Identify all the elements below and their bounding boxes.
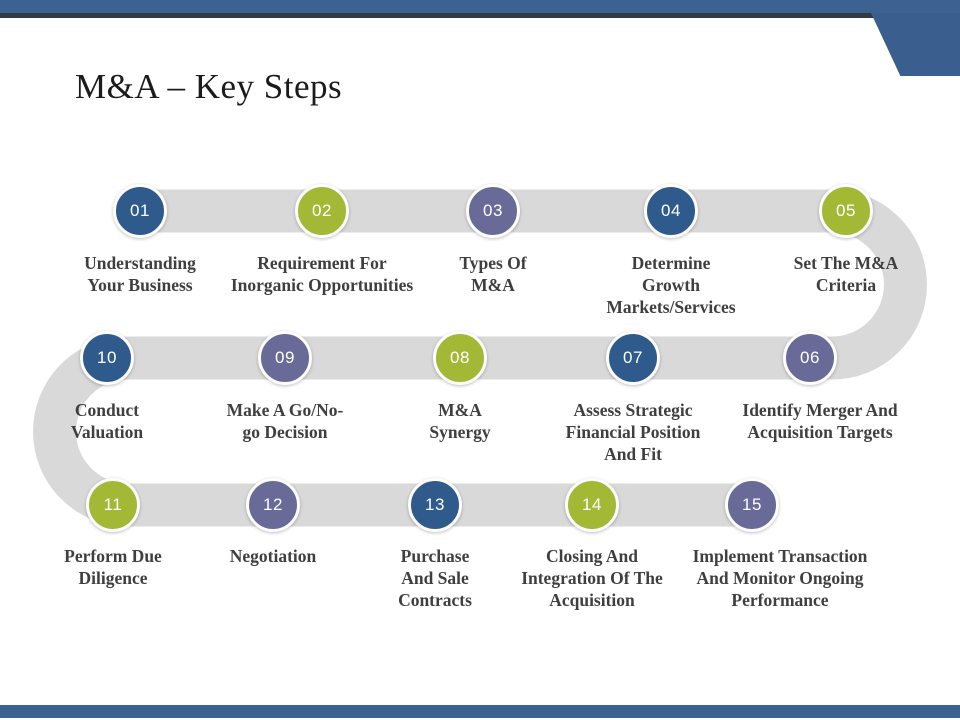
step-label-02: Requirement For Inorganic Opportunities: [230, 253, 414, 295]
step-number: 10: [97, 348, 117, 367]
step-label-15: Implement Transaction And Monitor Ongoin…: [692, 546, 868, 610]
step-circle-04: 04: [644, 184, 698, 238]
step-label-03: Types Of M&A: [459, 253, 527, 295]
step-circle-01: 01: [113, 184, 167, 238]
step-circle-12: 12: [246, 478, 300, 532]
step-circle-07: 07: [606, 331, 660, 385]
step-number: 11: [103, 495, 123, 514]
step-number: 03: [483, 201, 503, 220]
step-circle-13: 13: [408, 478, 462, 532]
step-circle-11: 11: [86, 478, 140, 532]
step-label-08: M&A Synergy: [429, 400, 491, 442]
step-label-13: Purchase And Sale Contracts: [398, 546, 472, 610]
step-label-14: Closing And Integration Of The Acquisiti…: [521, 546, 663, 610]
step-label-07: Assess Strategic Financial Position And …: [565, 400, 701, 464]
step-number: 05: [836, 201, 856, 220]
step-number: 15: [742, 495, 762, 514]
step-label-01: Understanding Your Business: [84, 253, 196, 295]
step-circle-06: 06: [783, 331, 837, 385]
step-number: 07: [623, 348, 643, 367]
step-circle-08: 08: [433, 331, 487, 385]
step-label-06: Identify Merger And Acquisition Targets: [742, 400, 898, 442]
step-label-11: Perform Due Diligence: [64, 546, 162, 588]
step-number: 08: [450, 348, 470, 367]
step-number: 12: [263, 495, 283, 514]
step-circle-10: 10: [80, 331, 134, 385]
step-circle-03: 03: [466, 184, 520, 238]
step-label-12: Negotiation: [229, 546, 317, 566]
step-label-04: Determine Growth Markets/Services: [606, 253, 736, 317]
step-label-05: Set The M&A Criteria: [793, 253, 899, 295]
step-number: 06: [800, 348, 820, 367]
step-label-09: Make A Go/No- go Decision: [226, 400, 344, 442]
slide-title: M&A – Key Steps: [75, 67, 343, 107]
step-number: 04: [661, 201, 681, 220]
top-accent-bar: [0, 0, 960, 13]
step-number: 14: [582, 495, 602, 514]
step-circle-09: 09: [258, 331, 312, 385]
step-number: 02: [312, 201, 332, 220]
step-circle-15: 15: [725, 478, 779, 532]
step-circle-05: 05: [819, 184, 873, 238]
step-circle-02: 02: [295, 184, 349, 238]
bottom-accent-bar: [0, 705, 960, 718]
step-circle-14: 14: [565, 478, 619, 532]
step-number: 01: [130, 201, 150, 220]
step-label-10: Conduct Valuation: [70, 400, 144, 442]
step-number: 09: [275, 348, 295, 367]
step-number: 13: [425, 495, 445, 514]
top-dark-line: [0, 13, 874, 18]
